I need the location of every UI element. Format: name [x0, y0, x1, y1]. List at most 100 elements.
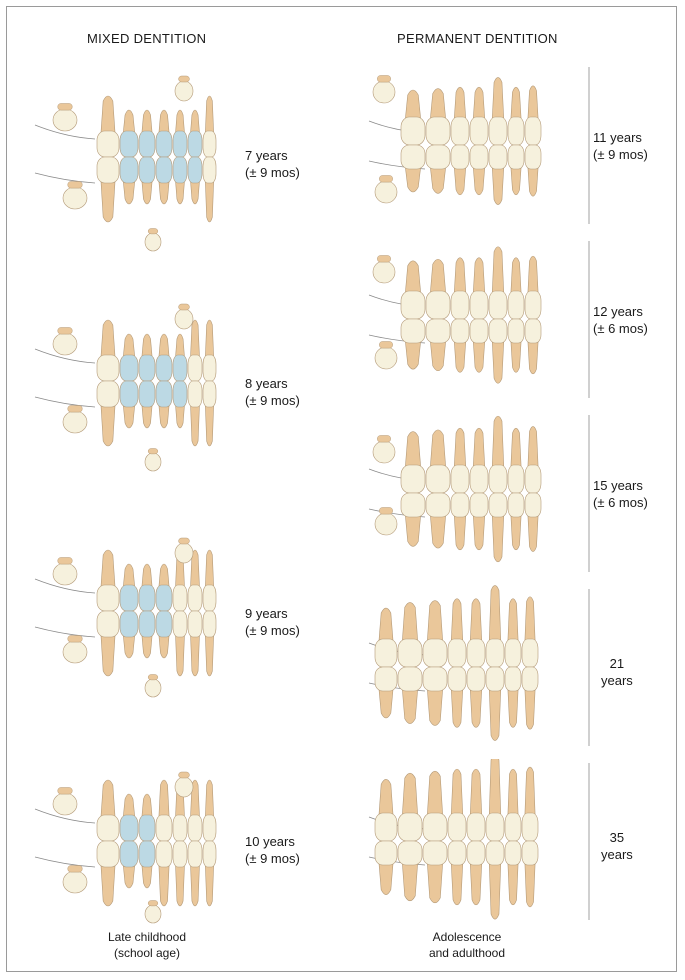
tooth-root: [453, 86, 467, 120]
tooth-crown: [507, 492, 525, 518]
tooth-root: [426, 862, 444, 904]
tooth-root: [401, 862, 419, 902]
tooth-crown: [374, 840, 398, 866]
tooth-crown: [172, 814, 188, 842]
tooth-crown: [138, 156, 156, 184]
tooth-root: [426, 688, 444, 726]
tooth-root: [524, 596, 536, 642]
tooth-root: [175, 864, 185, 907]
tooth-crown: [374, 812, 398, 842]
tooth-root: [527, 166, 539, 197]
developing-tooth-root: [147, 900, 159, 907]
tooth-root: [472, 166, 486, 196]
tooth-crown: [447, 666, 467, 692]
tooth-crown: [400, 144, 426, 170]
tooth-root: [527, 255, 539, 294]
tooth-root: [524, 766, 536, 816]
tooth-root: [205, 95, 214, 134]
mixed-stage-8-years: [25, 289, 235, 489]
developing-tooth-root: [57, 103, 73, 111]
tooth-crown: [504, 638, 522, 668]
tooth-crown: [172, 380, 188, 408]
permanent-stage-12-years: [365, 237, 595, 402]
tooth-root: [100, 779, 116, 818]
developing-tooth-root: [379, 341, 393, 349]
tooth-root: [190, 404, 200, 447]
tooth-crown: [524, 116, 542, 146]
developing-tooth-bud: [62, 410, 88, 434]
tooth-crown: [469, 290, 489, 320]
developing-tooth-bud: [374, 512, 398, 536]
tooth-root: [527, 514, 539, 552]
tooth-crown: [447, 812, 467, 842]
tooth-root: [491, 77, 505, 120]
permanent-stage-15-years: [365, 411, 595, 576]
tooth-crown: [488, 318, 508, 344]
tooth-root: [404, 514, 422, 547]
tooth-root: [100, 319, 116, 358]
tooth-root: [205, 779, 214, 818]
tooth-root: [205, 404, 214, 447]
permanent-stage-35-years: [365, 759, 595, 924]
developing-tooth-root: [147, 674, 159, 681]
mixed-dentition-illustration: [34, 303, 217, 472]
lower-jaw-line: [34, 172, 96, 184]
tooth-crown: [202, 840, 217, 868]
tooth-root: [378, 688, 394, 719]
tooth-crown: [400, 464, 426, 494]
tooth-crown: [138, 610, 156, 638]
tooth-root: [469, 688, 483, 728]
upper-jaw-line: [34, 808, 96, 824]
tooth-crown: [425, 116, 451, 146]
developing-tooth-bud: [144, 232, 162, 252]
developing-tooth-root: [178, 537, 190, 545]
tooth-root: [404, 340, 422, 370]
tooth-crown: [155, 156, 173, 184]
tooth-crown: [172, 610, 188, 638]
tooth-crown: [155, 380, 173, 408]
tooth-crown: [96, 156, 120, 184]
tooth-root: [491, 166, 505, 205]
tooth-root: [158, 864, 170, 907]
developing-tooth-root: [377, 75, 391, 83]
tooth-crown: [450, 144, 470, 170]
developing-tooth-bud: [52, 332, 78, 356]
tooth-root: [100, 404, 116, 447]
tooth-root: [122, 404, 136, 429]
tooth-root: [175, 404, 185, 429]
tooth-crown: [187, 380, 203, 408]
age-label-10-years: 10 years (± 9 mos): [245, 834, 300, 866]
developing-tooth-root: [178, 771, 190, 779]
tooth-root: [141, 404, 153, 429]
tooth-crown: [422, 638, 448, 668]
tooth-root: [507, 768, 519, 816]
tooth-root: [378, 862, 394, 895]
tooth-root: [122, 109, 136, 134]
tooth-root: [510, 514, 522, 551]
tooth-crown: [155, 610, 173, 638]
mixed-dentition-illustration: [34, 771, 217, 924]
tooth-crown: [450, 464, 470, 494]
tooth-crown: [119, 380, 139, 408]
tooth-crown: [422, 666, 448, 692]
tooth-crown: [450, 116, 470, 146]
tooth-crown: [202, 610, 217, 638]
developing-tooth-bud: [372, 260, 396, 284]
tooth-root: [429, 258, 447, 294]
tooth-root: [488, 688, 502, 741]
tooth-root: [427, 770, 443, 816]
tooth-crown: [507, 290, 525, 320]
tooth-root: [507, 862, 519, 906]
developing-tooth-root: [377, 435, 391, 443]
tooth-root: [450, 862, 464, 906]
age-label-35-years: 35 years: [601, 830, 633, 862]
tooth-root: [524, 862, 536, 908]
tooth-crown: [504, 812, 522, 842]
tooth-crown: [507, 144, 525, 170]
tooth-root: [450, 688, 464, 728]
tooth-root: [453, 340, 467, 373]
tooth-root: [404, 166, 422, 193]
tooth-crown: [397, 666, 423, 692]
permanent-dentition-title: PERMANENT DENTITION: [397, 31, 558, 46]
tooth-root: [122, 563, 136, 588]
